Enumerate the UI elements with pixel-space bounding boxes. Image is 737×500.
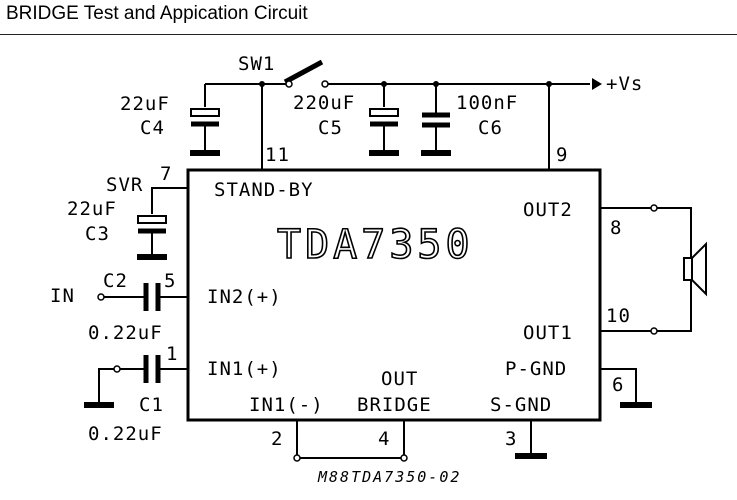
in1-minus-label: IN1(-): [249, 394, 324, 416]
c1-name: C1: [139, 394, 164, 416]
pin-5-number: 5: [164, 270, 176, 292]
c4-value: 22uF: [120, 93, 170, 115]
pin-1-number: 1: [166, 343, 178, 365]
pin-10-number: 10: [606, 305, 631, 327]
c6-capacitor: [421, 84, 451, 156]
figure-code: M88TDA7350-02: [317, 468, 461, 486]
pin-9-number: 9: [556, 144, 568, 166]
c1-capacitor: [84, 355, 188, 408]
supply-rail: [205, 78, 602, 90]
stand-by-label: STAND-BY: [214, 179, 314, 201]
p-gnd-label: P-GND: [505, 358, 567, 380]
c1-value: 0.22uF: [88, 423, 163, 445]
s-gnd-ground: [515, 420, 547, 459]
c2-capacitor: [97, 283, 188, 311]
s-gnd-label: S-GND: [490, 394, 552, 416]
p-gnd-ground: [600, 368, 652, 408]
out2-label: OUT2: [523, 199, 573, 221]
c5-name: C5: [318, 117, 343, 139]
pin-8-number: 8: [610, 217, 622, 239]
svr-label: SVR: [106, 174, 143, 196]
c6-name: C6: [478, 117, 503, 139]
c4-name: C4: [140, 117, 165, 139]
ic-body: [186, 168, 602, 422]
in2-plus-label: IN2(+): [207, 286, 282, 308]
c3-capacitor: [137, 187, 188, 260]
c5-capacitor: [369, 84, 399, 156]
pin-11-number: 11: [265, 144, 290, 166]
out1-label: OUT1: [523, 322, 573, 344]
vs-label: +Vs: [606, 73, 643, 95]
c2-name: C2: [103, 270, 128, 292]
c3-name: C3: [85, 223, 110, 245]
c5-value: 220uF: [293, 92, 355, 114]
in-label: IN: [50, 285, 75, 307]
c2-value: 0.22uF: [88, 322, 163, 344]
title-divider: [0, 34, 737, 35]
c6-value: 100nF: [456, 92, 518, 114]
bridge-link-2-4: [293, 420, 408, 462]
out-bridge-label-line2: BRIDGE: [357, 394, 432, 416]
in1-plus-label: IN1(+): [207, 358, 282, 380]
sw1-switch: [283, 59, 329, 88]
out-bridge-label-line1: OUT: [381, 368, 418, 390]
loudspeaker: [600, 204, 707, 335]
pin-7-number: 7: [160, 163, 172, 185]
sw1-label: SW1: [238, 53, 275, 75]
ic-name: TDA7350: [277, 222, 474, 268]
pin-4-number: 4: [378, 428, 390, 450]
pin-3-number: 3: [505, 428, 517, 450]
page-title: BRIDGE Test and Appication Circuit: [6, 3, 308, 24]
c4-capacitor: [190, 84, 220, 156]
pin-6-number: 6: [612, 374, 624, 396]
pin-2-number: 2: [271, 428, 283, 450]
c3-value: 22uF: [67, 198, 117, 220]
